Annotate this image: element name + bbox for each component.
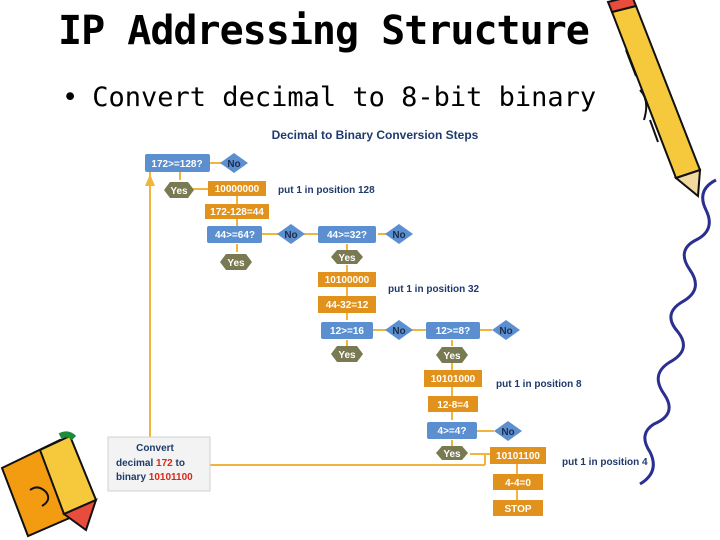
- decision-label: 44>=64?: [215, 230, 255, 241]
- yes-box-4: Yes: [331, 346, 363, 362]
- yes-label: Yes: [338, 253, 356, 264]
- yes-label: Yes: [443, 351, 461, 362]
- convert-to-label: to: [176, 458, 185, 469]
- step-s8: 4-4=0: [493, 474, 543, 490]
- convert-line1: Convert: [136, 443, 174, 454]
- no-label: No: [392, 230, 405, 241]
- step-s1: 10000000: [208, 181, 266, 196]
- step-label: 10101000: [431, 374, 476, 385]
- decision-label: 44>=32?: [327, 230, 367, 241]
- step-label: 172-128=44: [210, 207, 264, 218]
- yes-box-1: Yes: [164, 182, 194, 198]
- convert-line2: decimal 172 to: [116, 458, 185, 469]
- diagram-heading: Decimal to Binary Conversion Steps: [272, 128, 479, 142]
- slide-title: IP Addressing Structure: [58, 8, 590, 54]
- yes-label: Yes: [227, 258, 245, 269]
- no-box-4: No: [385, 320, 413, 340]
- no-label: No: [392, 326, 405, 337]
- step-label: 44-32=12: [326, 300, 369, 311]
- step-label: 10100000: [325, 275, 370, 286]
- no-box-1: No: [220, 153, 248, 173]
- no-box-3: No: [385, 224, 413, 244]
- squiggle-border: [639, 178, 717, 486]
- step-s5: 10101000: [424, 370, 482, 387]
- step-s2: 172-128=44: [205, 204, 269, 219]
- decision-label: 12>=8?: [436, 326, 470, 337]
- decision-d4: 12>=16: [321, 322, 373, 339]
- convert-box: Convert decimal 172 to binary 10101100: [107, 436, 211, 492]
- decision-d6: 4>=4?: [427, 422, 477, 439]
- no-box-2: No: [277, 224, 305, 244]
- decision-label: 12>=16: [330, 326, 364, 337]
- yes-box-5: Yes: [436, 347, 468, 363]
- decision-d1: 172>=128?: [145, 154, 210, 172]
- no-box-5: No: [492, 320, 520, 340]
- yes-label: Yes: [170, 186, 188, 197]
- bullet-dot: •: [62, 82, 79, 113]
- yes-label: Yes: [443, 449, 461, 460]
- step-label: 12-8=4: [437, 400, 469, 411]
- step-s6: 12-8=4: [428, 396, 478, 412]
- step-label: 10000000: [215, 184, 260, 195]
- position-note: put 1 in position 8: [496, 379, 582, 390]
- decision-d5: 12>=8?: [426, 322, 480, 339]
- position-note: put 1 in position 128: [278, 185, 375, 196]
- pencils-icon: [0, 431, 98, 538]
- yes-box-2: Yes: [220, 254, 252, 270]
- convert-binary-value: 10101100: [149, 472, 193, 483]
- decision-d3: 44>=32?: [318, 226, 376, 243]
- convert-binary-label: binary: [116, 472, 146, 483]
- yes-box-6: Yes: [436, 446, 468, 460]
- step-label: 10101100: [496, 451, 540, 462]
- decision-d2: 44>=64?: [207, 226, 262, 243]
- position-note: put 1 in position 32: [388, 284, 480, 295]
- step-s7: 10101100: [490, 447, 546, 464]
- step-stop: STOP: [493, 500, 543, 516]
- step-s4: 44-32=12: [318, 296, 376, 313]
- decision-label: 172>=128?: [151, 159, 202, 170]
- convert-decimal-label: decimal: [116, 458, 153, 469]
- position-note: put 1 in position 4: [562, 457, 648, 468]
- no-label: No: [284, 230, 297, 241]
- convert-decimal-value: 172: [156, 458, 173, 469]
- decision-label: 4>=4?: [438, 426, 467, 437]
- no-label: No: [499, 326, 512, 337]
- convert-line3: binary 10101100: [116, 472, 193, 483]
- yes-label: Yes: [338, 350, 356, 361]
- no-box-6: No: [494, 421, 522, 441]
- step-label: STOP: [504, 504, 531, 515]
- step-s3: 10100000: [318, 272, 376, 287]
- step-label: 4-4=0: [505, 478, 531, 489]
- no-label: No: [501, 427, 514, 438]
- no-label: No: [227, 159, 240, 170]
- pencil-icon: [606, 0, 702, 198]
- yes-box-3: Yes: [331, 250, 363, 264]
- bullet-text: Convert decimal to 8-bit binary: [92, 82, 597, 113]
- bullet-item: • Convert decimal to 8-bit binary: [62, 82, 596, 113]
